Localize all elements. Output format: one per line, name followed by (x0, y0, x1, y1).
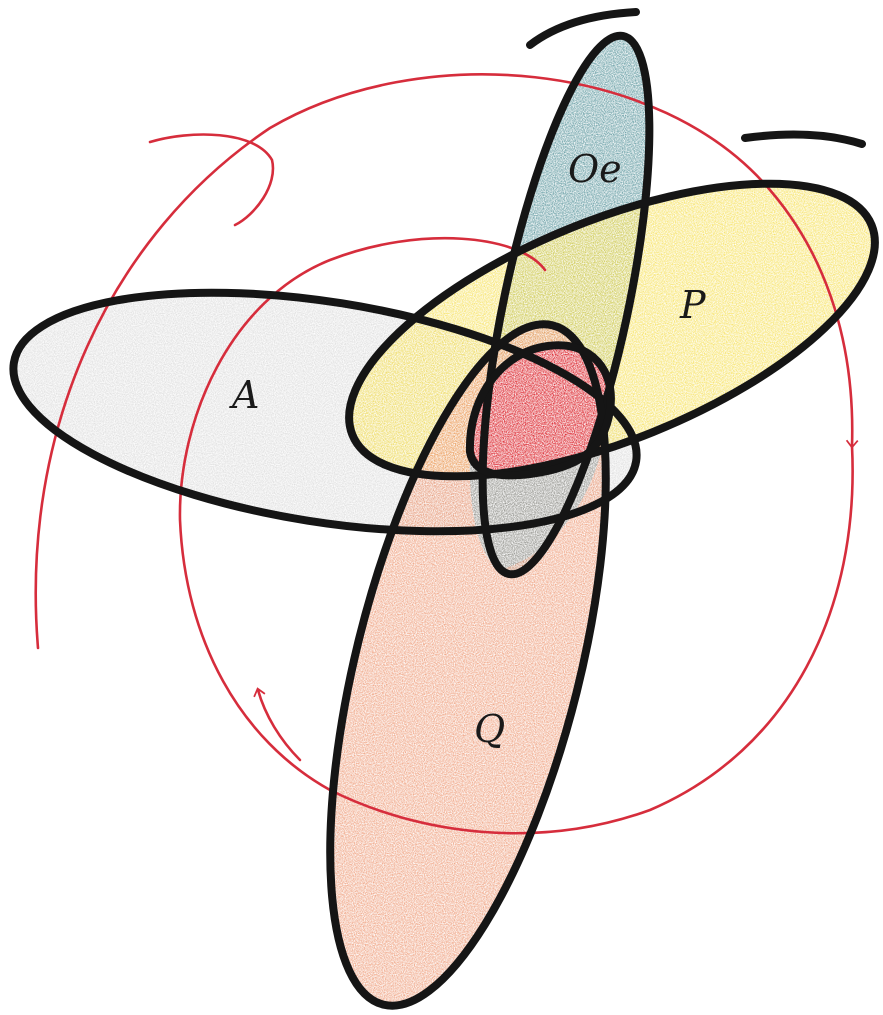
label-oe: Oe (568, 147, 622, 191)
label-a: A (229, 373, 259, 417)
label-p: P (679, 283, 707, 327)
right-overshoot-stroke (745, 135, 862, 144)
ellipse-fills (0, 23, 883, 1015)
outer-cycle-hook (150, 135, 273, 225)
label-q: Q (474, 707, 505, 751)
inner-cycle-arrow-stroke (258, 690, 300, 760)
